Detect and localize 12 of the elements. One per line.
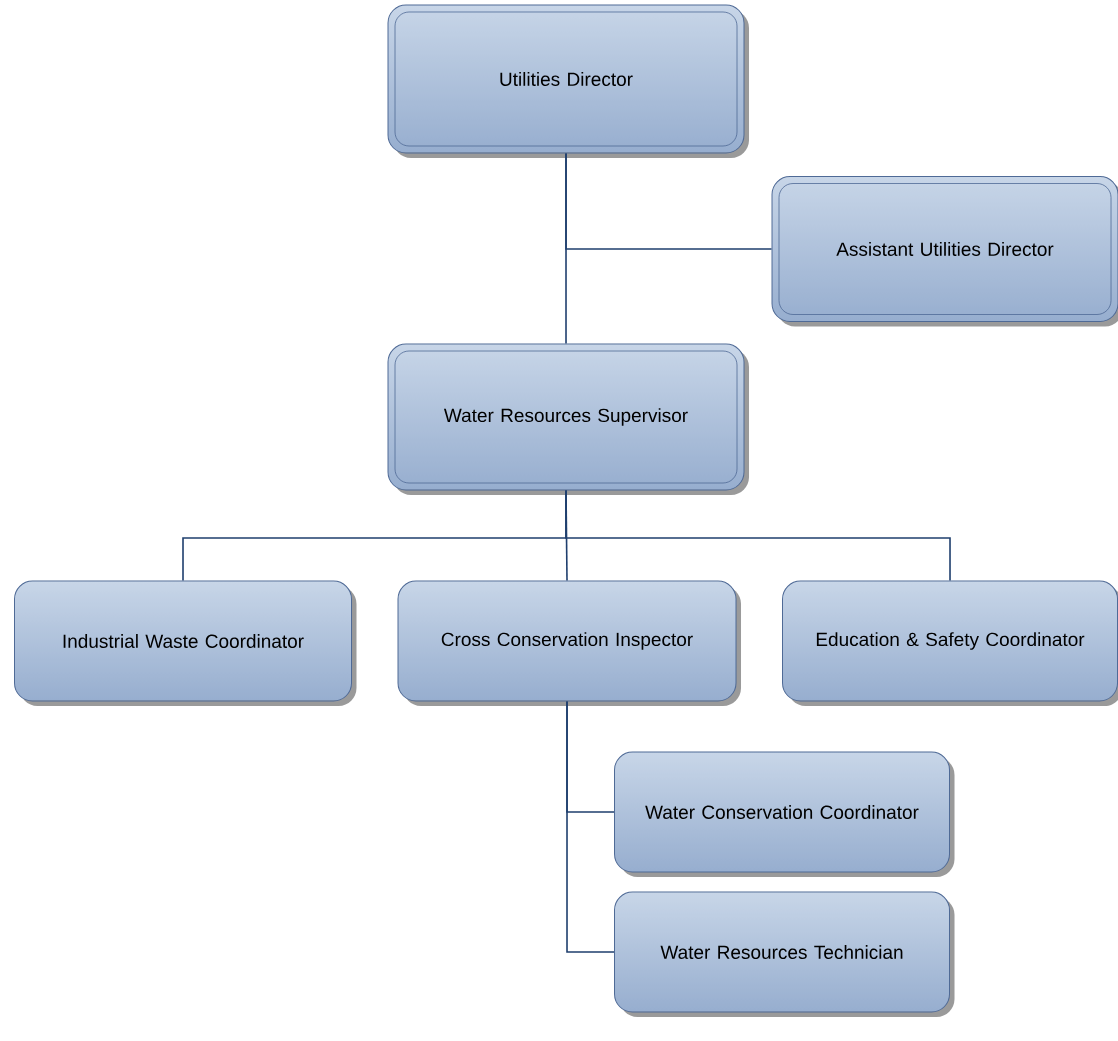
org-box: Utilities Director: [387, 4, 749, 158]
org-box: Education & Safety Coordinator: [782, 580, 1118, 706]
org-box: Water Conservation Coordinator: [614, 751, 955, 877]
org-box: Cross Conservation Inspector: [397, 580, 741, 706]
connector-line: [566, 700, 615, 953]
connector-line: [565, 489, 568, 582]
org-box: Assistant Utilities Director: [771, 176, 1118, 327]
connector-line: [565, 489, 951, 582]
org-box: Water Resources Technician: [614, 891, 955, 1017]
org-box: Industrial Waste Coordinator: [14, 580, 357, 706]
connector-line: [565, 152, 773, 250]
org-box: Water Resources Supervisor: [387, 343, 749, 495]
